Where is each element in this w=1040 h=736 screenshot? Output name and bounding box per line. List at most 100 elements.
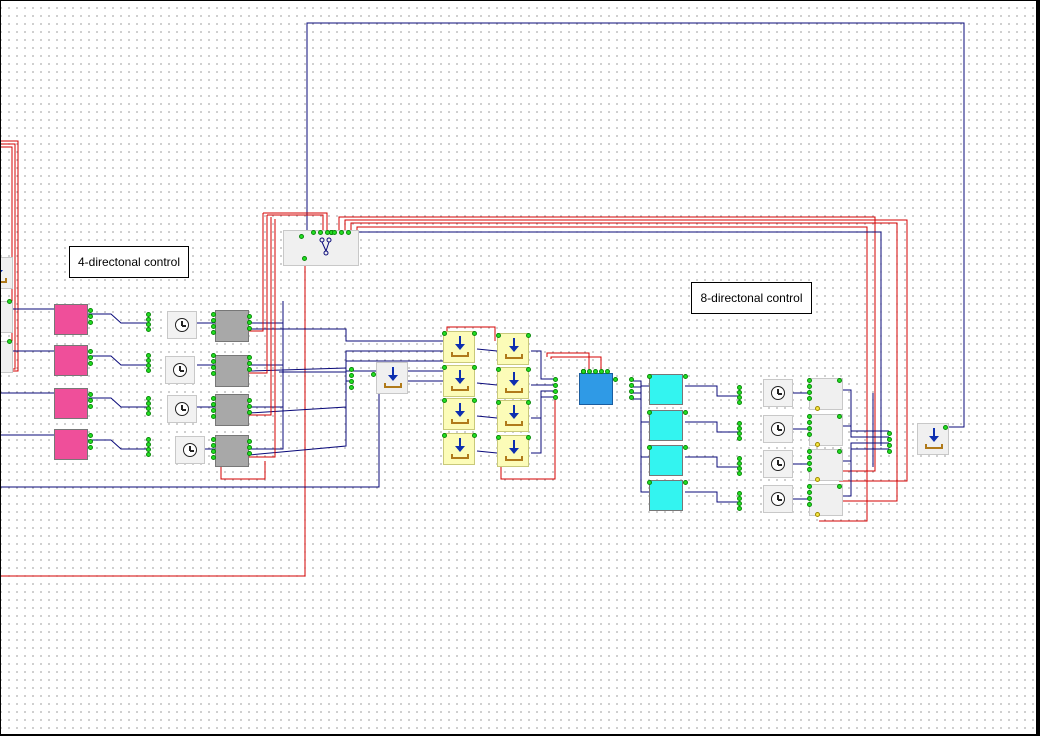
connector-port[interactable] [146, 363, 151, 368]
connector-port[interactable] [88, 404, 93, 409]
connector-port[interactable] [472, 398, 477, 403]
connector-port[interactable] [593, 369, 598, 374]
connector-port[interactable] [88, 392, 93, 397]
connector-port[interactable] [211, 365, 216, 370]
connector-port[interactable] [211, 449, 216, 454]
connector-port[interactable] [737, 400, 742, 405]
connector-port[interactable] [146, 312, 151, 317]
connector-port[interactable] [442, 331, 447, 336]
connector-port[interactable] [146, 442, 151, 447]
connector-port[interactable] [599, 369, 604, 374]
timer-block-right-4[interactable] [763, 485, 793, 513]
connector-port[interactable] [807, 490, 812, 495]
connector-port[interactable] [737, 471, 742, 476]
connector-port[interactable] [887, 449, 892, 454]
connector-port[interactable] [442, 365, 447, 370]
increment-block-left-2[interactable] [215, 355, 249, 387]
connector-port[interactable] [88, 314, 93, 319]
connector-port[interactable] [887, 431, 892, 436]
connector-port[interactable] [526, 333, 531, 338]
increment-block-left-4[interactable] [215, 435, 249, 467]
store-block-a-3[interactable] [443, 398, 475, 430]
connector-port[interactable] [737, 456, 742, 461]
connector-port[interactable] [146, 396, 151, 401]
connector-port[interactable] [629, 395, 634, 400]
connector-port[interactable] [647, 445, 652, 450]
connector-port[interactable] [587, 369, 592, 374]
increment-block-right-1[interactable] [809, 378, 843, 410]
timer-block-left-2[interactable] [165, 356, 195, 384]
connector-port[interactable] [837, 378, 842, 383]
connector-port[interactable] [647, 374, 652, 379]
connector-port[interactable] [807, 378, 812, 383]
connector-port[interactable] [807, 414, 812, 419]
connector-port[interactable] [472, 331, 477, 336]
connector-port[interactable] [737, 461, 742, 466]
connector-port[interactable] [211, 408, 216, 413]
connector-port[interactable] [683, 374, 688, 379]
connector-port[interactable] [247, 404, 252, 409]
connector-port[interactable] [146, 406, 151, 411]
connector-port[interactable] [613, 377, 618, 382]
connector-port[interactable] [247, 439, 252, 444]
case-ex-block-right-4[interactable] [649, 480, 683, 511]
store-block-a-1[interactable] [443, 331, 475, 363]
connector-port[interactable] [807, 496, 812, 501]
connector-port[interactable] [815, 406, 820, 411]
connector-port[interactable] [526, 400, 531, 405]
case-ex-block-left-2[interactable] [54, 345, 88, 376]
connector-port[interactable] [629, 377, 634, 382]
connector-port[interactable] [247, 320, 252, 325]
connector-port[interactable] [88, 433, 93, 438]
connector-port[interactable] [88, 361, 93, 366]
connector-port[interactable] [496, 435, 501, 440]
case-ex-block-left-3[interactable] [54, 388, 88, 419]
connector-port[interactable] [526, 435, 531, 440]
connector-port[interactable] [647, 410, 652, 415]
connector-port[interactable] [526, 367, 531, 372]
connector-port[interactable] [737, 431, 742, 436]
store-block-b-4[interactable] [497, 435, 529, 467]
store-block-b-3[interactable] [497, 400, 529, 432]
timer-block-left-4[interactable] [175, 436, 205, 464]
case-ex-block-right-3[interactable] [649, 445, 683, 476]
connector-port[interactable] [146, 368, 151, 373]
store-block-edge-low[interactable] [1, 341, 13, 373]
connector-port[interactable] [88, 308, 93, 313]
connector-port[interactable] [887, 437, 892, 442]
connector-port[interactable] [247, 326, 252, 331]
timer-block-right-1[interactable] [763, 379, 793, 407]
timer-block-left-3[interactable] [167, 395, 197, 423]
connector-port[interactable] [349, 373, 354, 378]
connector-port[interactable] [332, 230, 337, 235]
connector-port[interactable] [211, 312, 216, 317]
increment-block-right-2[interactable] [809, 414, 843, 446]
connector-port[interactable] [581, 369, 586, 374]
timer-block-right-2[interactable] [763, 415, 793, 443]
connector-port[interactable] [146, 452, 151, 457]
connector-port[interactable] [146, 358, 151, 363]
case-ex-block-left-4[interactable] [54, 429, 88, 460]
connector-port[interactable] [146, 353, 151, 358]
connector-port[interactable] [88, 320, 93, 325]
connector-port[interactable] [146, 401, 151, 406]
timer-block-left-1[interactable] [167, 311, 197, 339]
connector-port[interactable] [496, 333, 501, 338]
connector-port[interactable] [247, 410, 252, 415]
store-block-edge-mid[interactable] [1, 301, 13, 333]
connector-port[interactable] [325, 230, 330, 235]
increment-block-right-4[interactable] [809, 484, 843, 516]
connector-port[interactable] [7, 339, 12, 344]
connector-port[interactable] [496, 367, 501, 372]
connector-port[interactable] [943, 425, 948, 430]
connector-port[interactable] [211, 371, 216, 376]
connector-port[interactable] [807, 426, 812, 431]
connector-port[interactable] [302, 256, 307, 261]
connector-port[interactable] [472, 365, 477, 370]
connector-port[interactable] [807, 384, 812, 389]
connector-port[interactable] [339, 230, 344, 235]
increment-block-right-3[interactable] [809, 449, 843, 481]
connector-port[interactable] [683, 480, 688, 485]
connector-port[interactable] [349, 379, 354, 384]
connector-port[interactable] [553, 383, 558, 388]
